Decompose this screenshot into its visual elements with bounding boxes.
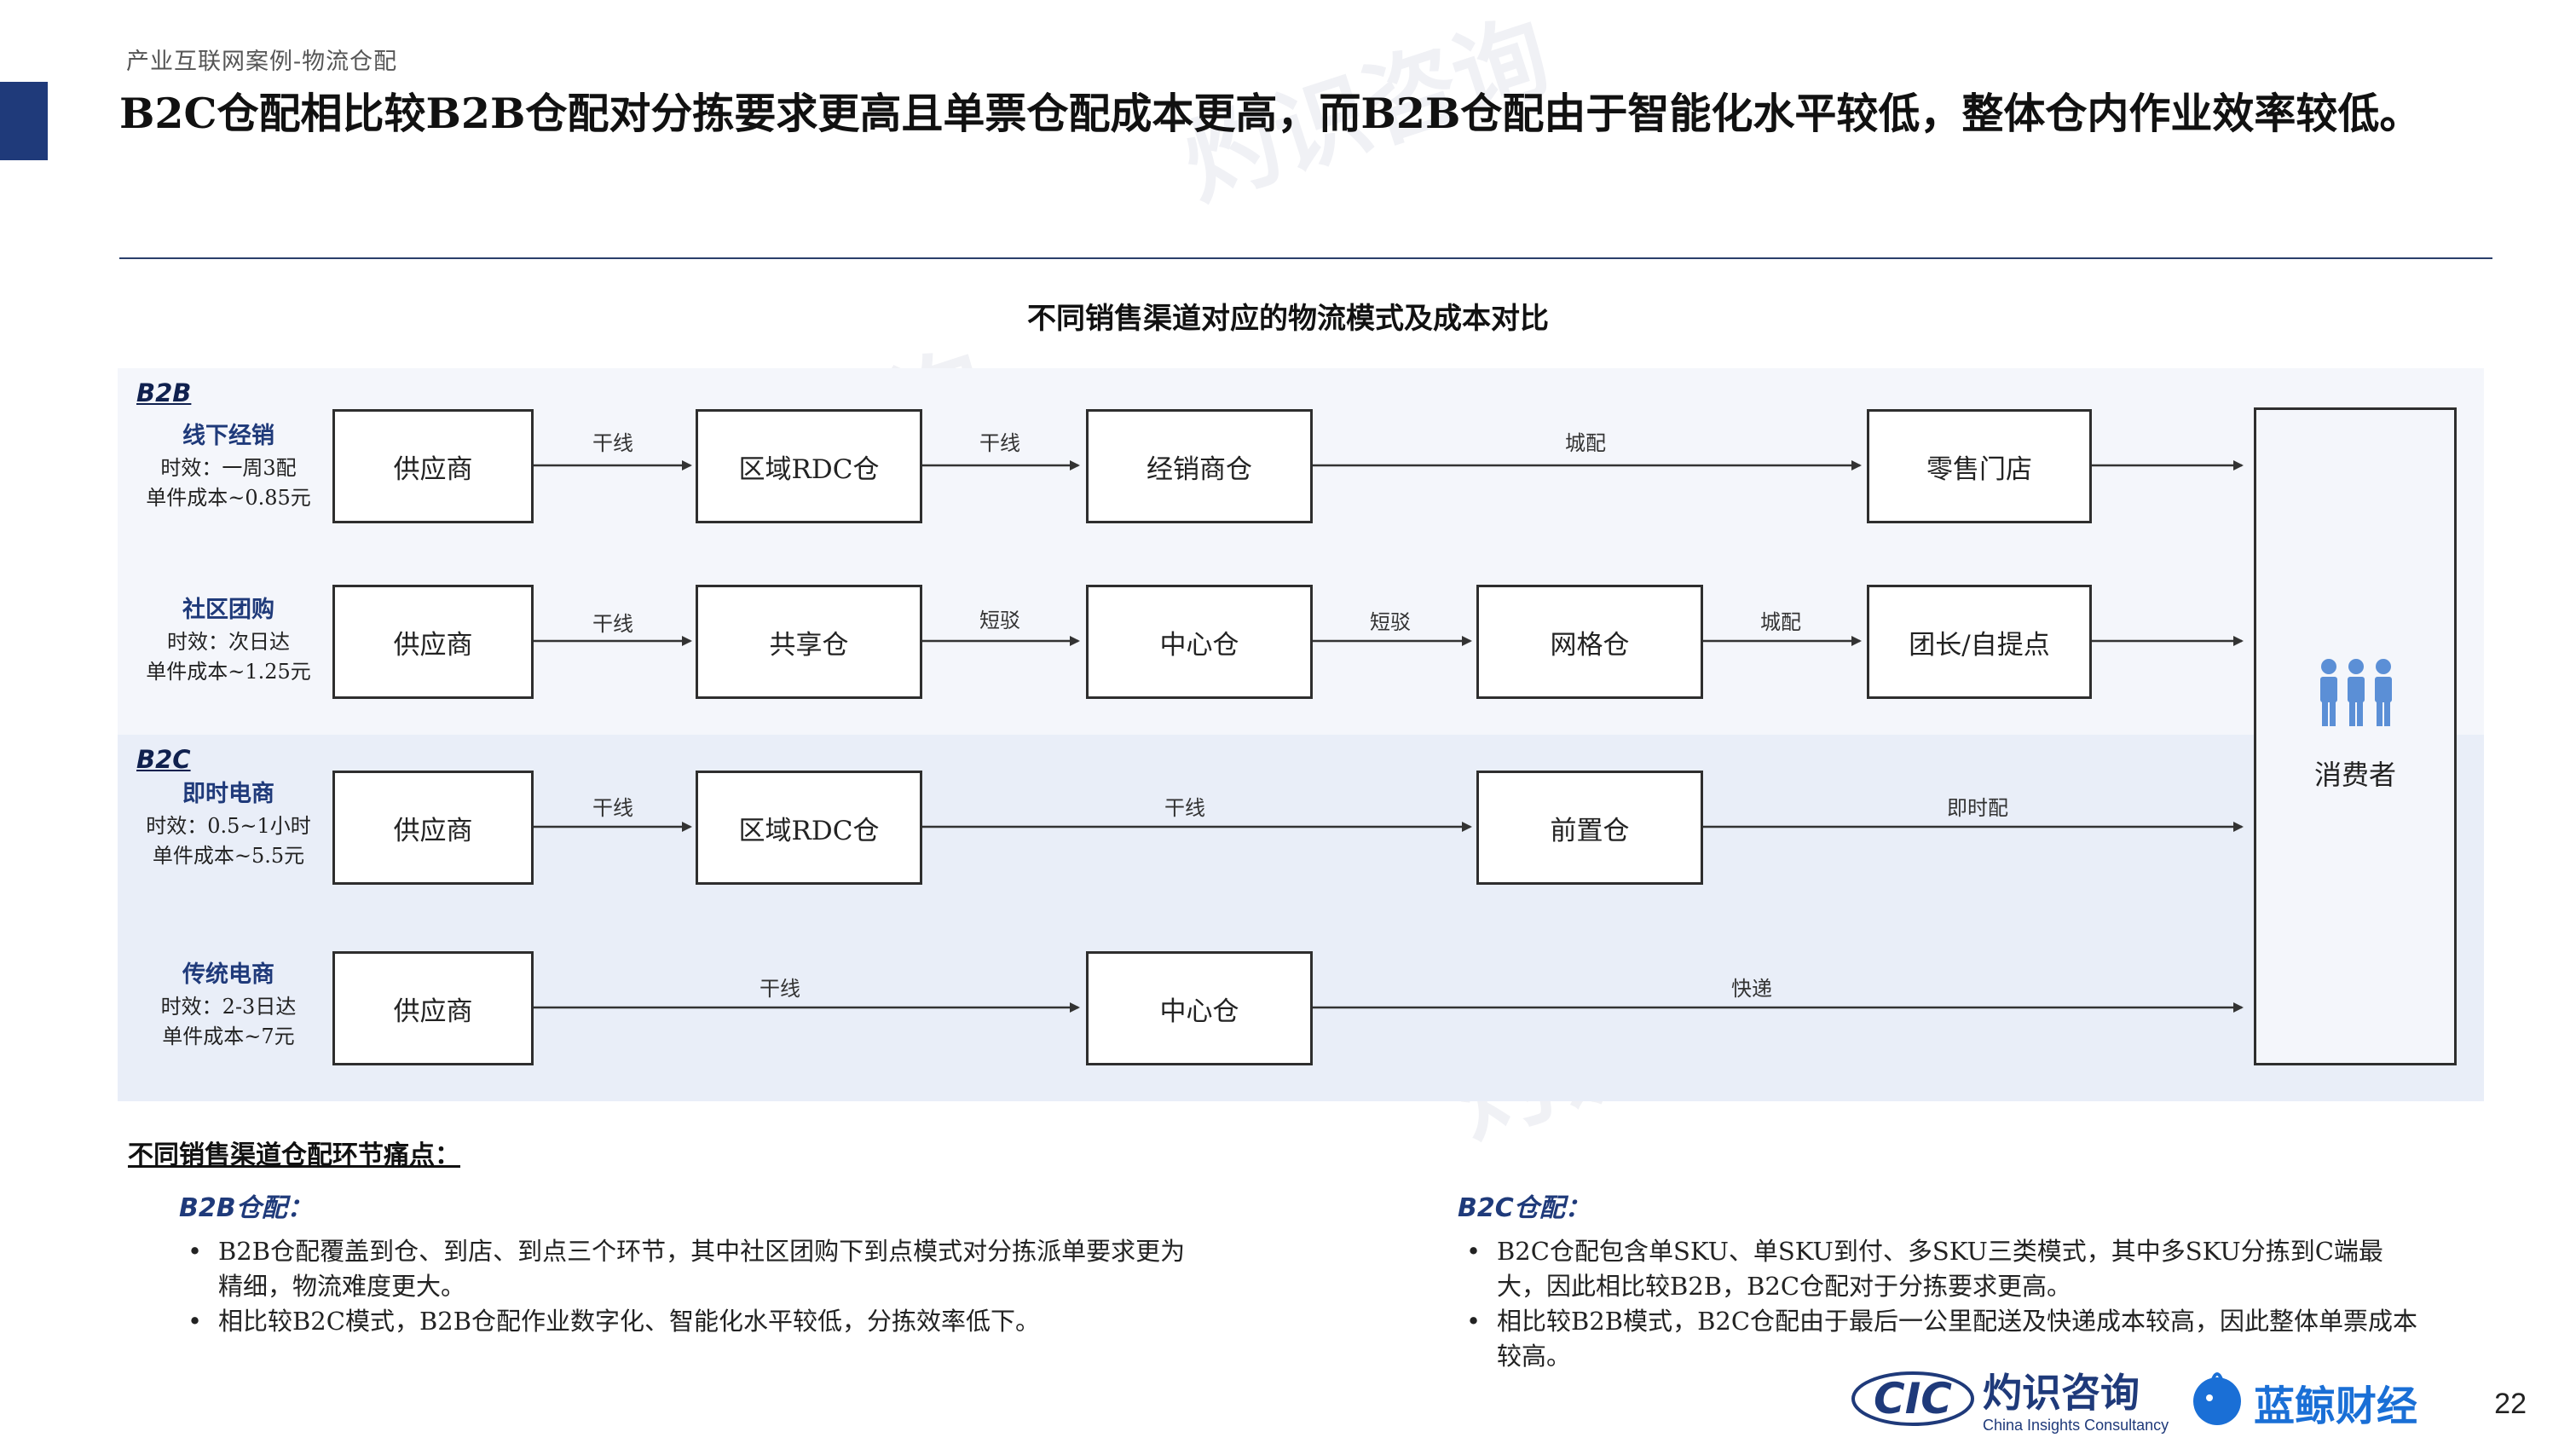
title-accent-bar <box>0 82 48 160</box>
row-name: 社区团购 <box>182 597 274 623</box>
breadcrumb: 产业互联网案例-物流仓配 <box>126 49 398 75</box>
consumer-label: 消费者 <box>2313 759 2396 791</box>
edge-label: 短驳 <box>979 609 1020 632</box>
whale-icon <box>2187 1367 2247 1427</box>
b2c-pain-title: B2C仓配： <box>1458 1193 1591 1223</box>
edge-label: 干线 <box>592 431 633 455</box>
consumer-box <box>2254 407 2457 1065</box>
edge-label: 快递 <box>1731 977 1772 1001</box>
brand-en: China Insights Consultancy <box>1983 1417 2169 1434</box>
row-timing: 时效：2-3日达 <box>160 995 297 1019</box>
node-retail-store: 零售门店 <box>1867 409 2092 523</box>
node-distributor-warehouse: 经销商仓 <box>1086 409 1313 523</box>
row-timing: 时效：0.5~1小时 <box>146 814 311 838</box>
brand-cn: 灼识咨询 <box>1983 1370 2140 1416</box>
node-grid-warehouse: 网格仓 <box>1476 585 1703 699</box>
node-supplier: 供应商 <box>332 771 534 885</box>
edge-label: 干线 <box>592 612 633 636</box>
row-label-community-group-buying: 社区团购 时效：次日达 单件成本~1.25元 <box>101 593 356 687</box>
diagram-title: 不同销售渠道对应的物流模式及成本对比 <box>1027 302 1549 336</box>
row-timing: 时效：次日达 <box>167 630 290 654</box>
list-item: 相比较B2C模式，B2B仓配作业数字化、智能化水平较低，分拣效率低下。 <box>188 1304 1187 1339</box>
edge-label: 干线 <box>760 977 800 1001</box>
row-cost: 单件成本~7元 <box>162 1025 295 1048</box>
node-supplier: 供应商 <box>332 951 534 1065</box>
edge-label: 即时配 <box>1947 796 2008 820</box>
list-item: 相比较B2B模式，B2C仓配由于最后一公里配送及快递成本较高，因此整体单票成本较… <box>1466 1304 2431 1374</box>
node-regional-rdc: 区域RDC仓 <box>696 409 922 523</box>
node-supplier: 供应商 <box>332 409 534 523</box>
node-front-warehouse: 前置仓 <box>1476 771 1703 885</box>
row-cost: 单件成本~1.25元 <box>146 660 311 684</box>
edge-label: 干线 <box>1164 796 1205 820</box>
b2c-pain-list: B2C仓配包含单SKU、单SKU到付、多SKU三类模式，其中多SKU分拣到C端最… <box>1459 1234 2431 1374</box>
edge-label: 短驳 <box>1370 610 1411 634</box>
node-supplier: 供应商 <box>332 585 534 699</box>
page-title: B2C仓配相比较B2B仓配对分拣要求更高且单票仓配成本更高，而B2B仓配由于智能… <box>119 89 2422 138</box>
row-label-instant-ecommerce: 即时电商 时效：0.5~1小时 单件成本~5.5元 <box>101 777 356 871</box>
section-tag-b2b: B2B <box>136 378 192 407</box>
edge-label: 干线 <box>592 796 633 820</box>
cic-logo: CIC <box>1850 1364 1976 1434</box>
node-pickup-point: 团长/自提点 <box>1867 585 2092 699</box>
node-central-warehouse: 中心仓 <box>1086 951 1313 1065</box>
edge-label: 城配 <box>1565 431 1606 455</box>
row-cost: 单件成本~0.85元 <box>146 486 311 510</box>
pain-points-title: 不同销售渠道仓配环节痛点： <box>128 1140 460 1170</box>
list-item: B2B仓配覆盖到仓、到店、到点三个环节，其中社区团购下到点模式对分拣派单要求更为… <box>188 1234 1187 1304</box>
section-tag-b2c: B2C <box>136 745 191 774</box>
cic-logo-icon <box>1851 1371 1974 1426</box>
node-shared-warehouse: 共享仓 <box>696 585 922 699</box>
row-label-traditional-ecommerce: 传统电商 时效：2-3日达 单件成本~7元 <box>101 958 356 1052</box>
partner-logo: 蓝鲸财经 <box>2254 1383 2418 1430</box>
edge-label: 城配 <box>1760 610 1801 634</box>
title-divider <box>119 257 2492 259</box>
row-cost: 单件成本~5.5元 <box>152 844 305 868</box>
row-name: 线下经销 <box>182 423 274 449</box>
b2b-pain-title: B2B仓配： <box>179 1193 313 1223</box>
row-timing: 时效：一周3配 <box>160 456 297 480</box>
edge-label: 干线 <box>979 431 1020 455</box>
row-name: 传统电商 <box>182 961 274 988</box>
row-name: 即时电商 <box>182 781 274 807</box>
cic-logo-text: CIC <box>1874 1374 1952 1423</box>
people-icon <box>2315 658 2397 728</box>
list-item: B2C仓配包含单SKU、单SKU到付、多SKU三类模式，其中多SKU分拣到C端最… <box>1466 1234 2431 1304</box>
node-regional-rdc: 区域RDC仓 <box>696 771 922 885</box>
row-label-offline-distribution: 线下经销 时效：一周3配 单件成本~0.85元 <box>101 419 356 513</box>
node-central-warehouse: 中心仓 <box>1086 585 1313 699</box>
b2b-pain-list: B2B仓配覆盖到仓、到店、到点三个环节，其中社区团购下到点模式对分拣派单要求更为… <box>181 1234 1187 1339</box>
page-number: 22 <box>2494 1388 2527 1420</box>
